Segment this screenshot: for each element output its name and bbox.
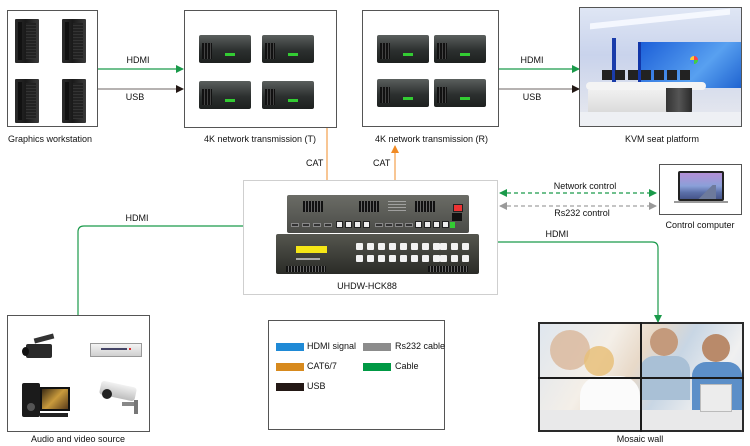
transmitter-box (184, 10, 337, 128)
network-control-label: Network control (553, 181, 617, 191)
control-computer-box (659, 164, 742, 215)
matrix-keypad (356, 243, 456, 267)
legend-swatch-rs232 (363, 343, 391, 351)
source-matrix-hdmi-label: HDMI (125, 213, 149, 223)
tower-pc-icon (15, 79, 39, 123)
receiver-box (362, 10, 499, 127)
rx-kvm-usb-label: USB (522, 92, 542, 102)
transmitter-label: 4K network transmission (T) (203, 134, 317, 144)
matrix-wall-hdmi-label: HDMI (545, 229, 569, 239)
mosaic-wall-label: Mosaic wall (616, 434, 664, 444)
security-camera-icon (96, 380, 142, 416)
network-transmitter-icon (199, 35, 251, 63)
legend-text-rs232: Rs232 cable (395, 341, 446, 351)
graphics-workstation-box (7, 10, 98, 127)
legend-swatch-cable (363, 363, 391, 371)
legend-text-usb: USB (307, 381, 326, 391)
tower-pc-icon (62, 79, 86, 123)
desktop-pc-icon (22, 383, 72, 419)
ws-tx-hdmi-label: HDMI (126, 55, 150, 65)
rs232-control-label: Rs232 control (554, 208, 610, 218)
network-receiver-icon (377, 79, 429, 107)
camcorder-icon (22, 333, 58, 360)
control-room-photo (580, 8, 741, 126)
matrix-label: UHDW-HCK88 (337, 281, 397, 291)
matrix-rx-cat-label: CAT (373, 158, 391, 168)
legend-text-hdmi: HDMI signal (307, 341, 357, 351)
network-transmitter-icon (262, 81, 314, 109)
legend-swatch-usb (276, 383, 304, 391)
laptop-icon (674, 171, 728, 209)
av-source-box (7, 315, 150, 432)
legend-swatch-hdmi (276, 343, 304, 351)
control-computer-label: Control computer (665, 220, 735, 230)
legend-swatch-cat (276, 363, 304, 371)
tower-pc-icon (15, 19, 39, 63)
tx-matrix-cat-label: CAT (306, 158, 324, 168)
dvd-player-icon (90, 343, 142, 357)
receiver-label: 4K network transmission (R) (375, 134, 489, 144)
kvm-seat-label: KVM seat platform (624, 134, 700, 144)
rx-kvm-hdmi-label: HDMI (520, 55, 544, 65)
network-receiver-icon (377, 35, 429, 63)
tower-pc-icon (62, 19, 86, 63)
network-receiver-icon (434, 79, 486, 107)
legend-box: HDMI signal CAT6/7 USB Rs232 cable Cable (268, 320, 445, 430)
wire-source-matrix-hdmi (77, 222, 286, 315)
matrix-control-unit (276, 234, 479, 274)
network-transmitter-icon (199, 81, 251, 109)
network-receiver-icon (434, 35, 486, 63)
legend-text-cable: Cable (395, 361, 419, 371)
wire-matrix-wall-hdmi (498, 241, 662, 323)
ws-tx-usb-label: USB (125, 92, 145, 102)
legend-text-cat: CAT6/7 (307, 361, 337, 371)
matrix-io-unit (287, 195, 469, 233)
wall-divider-horizontal (538, 377, 744, 379)
graphics-workstation-label: Graphics workstation (8, 134, 93, 144)
mosaic-wall (538, 322, 744, 432)
network-transmitter-icon (262, 35, 314, 63)
kvm-seat-platform-box (579, 7, 742, 127)
av-source-label: Audio and video source (30, 434, 126, 444)
